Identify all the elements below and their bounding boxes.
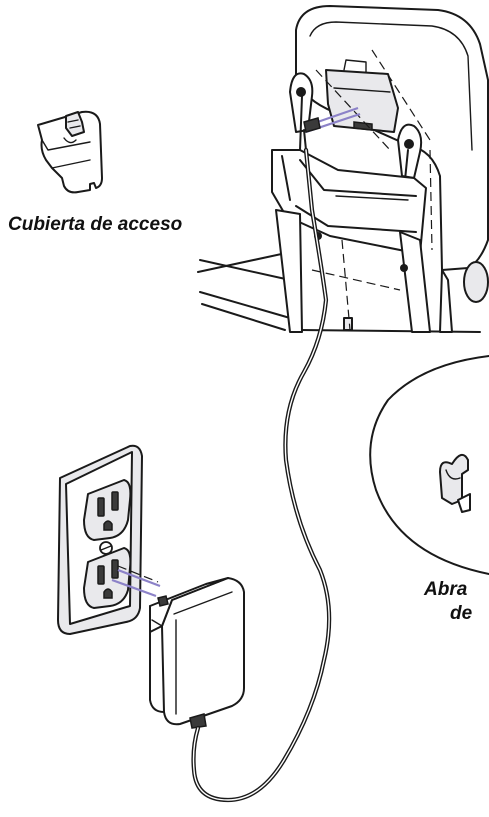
- access-cover-part: [37, 110, 103, 194]
- cord-clip-label-line2: de: [450, 603, 473, 624]
- console-back: [289, 5, 489, 303]
- power-adapter: [149, 577, 245, 729]
- mast-upright: [271, 149, 453, 333]
- clip-detail-callout: [369, 355, 489, 575]
- wall-outlet: [57, 444, 161, 635]
- power-cord: [191, 147, 332, 803]
- access-cover-label: Cubierta de acceso: [8, 214, 183, 235]
- base-frame: [197, 249, 481, 333]
- cord-clip-label-line1: Abra: [424, 579, 468, 600]
